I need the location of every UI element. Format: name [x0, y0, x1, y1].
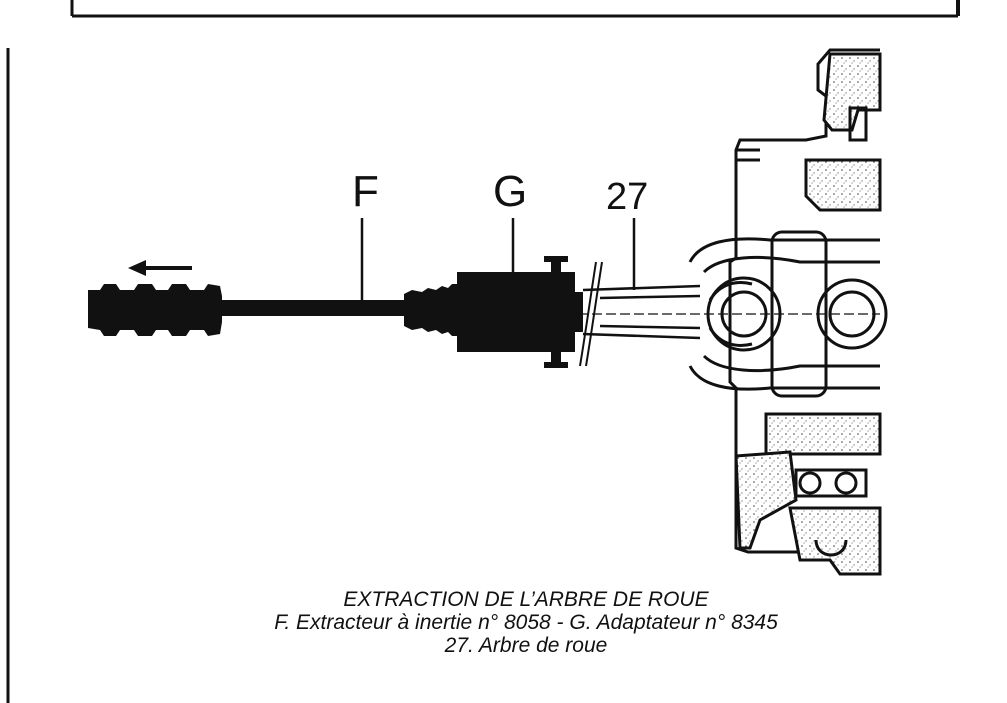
caption-legend-line: F. Extracteur à inertie n° 8058 - G. Ada… — [274, 611, 778, 634]
wheel-shaft-27 — [578, 284, 880, 340]
hub-assembly — [688, 48, 888, 576]
extractor-f — [88, 284, 458, 336]
caption-legend-line-27: 27. Arbre de roue — [444, 634, 608, 657]
break-marks — [579, 261, 603, 367]
label-adaptor-g: G — [493, 167, 528, 216]
leader-lines — [360, 218, 636, 302]
caption-title: EXTRACTION DE L’ARBRE DE ROUE — [343, 588, 709, 611]
adaptor-g — [457, 256, 583, 368]
label-wheel-shaft-27: 27 — [606, 176, 649, 218]
direction-arrow-icon — [128, 260, 192, 276]
figure-caption: EXTRACTION DE L’ARBRE DE ROUE F. Extract… — [0, 588, 1007, 657]
top-frame — [70, 0, 960, 18]
label-extractor-f: F — [352, 167, 379, 216]
